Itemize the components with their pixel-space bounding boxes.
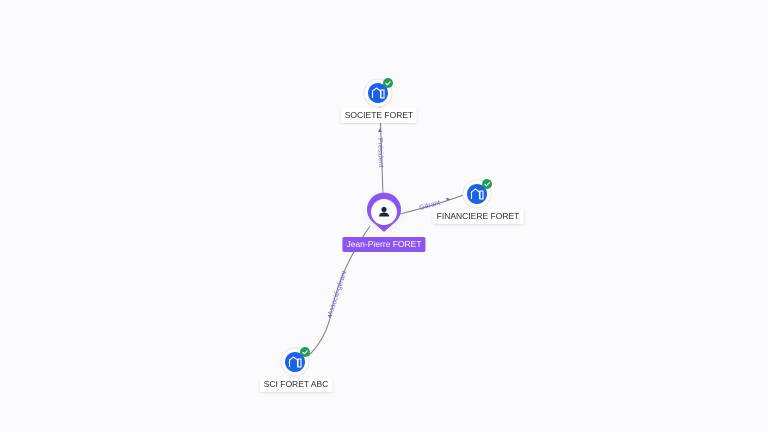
edge-label-president: Président bbox=[376, 138, 384, 168]
arrow-associe-gerant bbox=[328, 315, 332, 319]
company-label-financiere-foret[interactable]: FINANCIERE FORET bbox=[432, 209, 524, 224]
building-icon bbox=[288, 356, 302, 368]
arrow-president bbox=[378, 128, 382, 132]
verified-badge-icon bbox=[383, 78, 393, 88]
verified-badge-icon bbox=[482, 179, 492, 189]
company-label-sci-foret-abc[interactable]: SCI FORET ABC bbox=[259, 377, 333, 392]
person-node[interactable] bbox=[360, 188, 408, 236]
building-icon bbox=[470, 188, 484, 200]
company-node-sci-foret-abc[interactable] bbox=[280, 347, 310, 377]
edge-label-associe-gerant: Associé-gérant bbox=[327, 270, 348, 317]
building-icon bbox=[371, 87, 385, 99]
company-label-societe-foret[interactable]: SOCIETE FORET bbox=[340, 108, 418, 123]
arrow-gerant bbox=[446, 197, 450, 201]
person-icon bbox=[379, 206, 389, 217]
verified-badge-icon bbox=[300, 347, 310, 357]
company-node-societe-foret[interactable] bbox=[363, 78, 393, 108]
company-node-financiere-foret[interactable] bbox=[462, 179, 492, 209]
person-label[interactable]: Jean-Pierre FORET bbox=[342, 237, 426, 252]
